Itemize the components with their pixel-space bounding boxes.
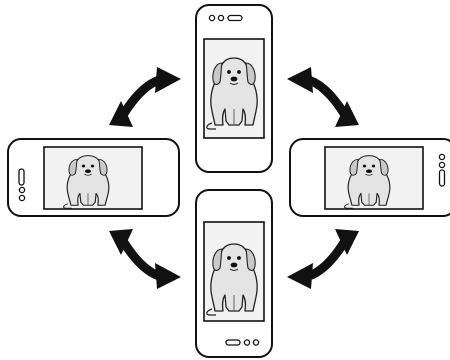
phone-bottom: [196, 190, 272, 357]
phone-top: [196, 5, 272, 172]
rotate-arrow-bottom-left: [109, 229, 181, 289]
puppy-image: [207, 58, 257, 129]
puppy-image: [64, 156, 109, 209]
phone-left: [8, 139, 179, 216]
puppy-image: [207, 244, 257, 315]
puppy-image: [345, 156, 390, 209]
rotate-arrow-top-left: [109, 67, 181, 127]
rotate-arrow-top-right: [287, 67, 359, 127]
rotate-arrow-bottom-right: [287, 229, 359, 289]
phone-right: [290, 139, 450, 216]
